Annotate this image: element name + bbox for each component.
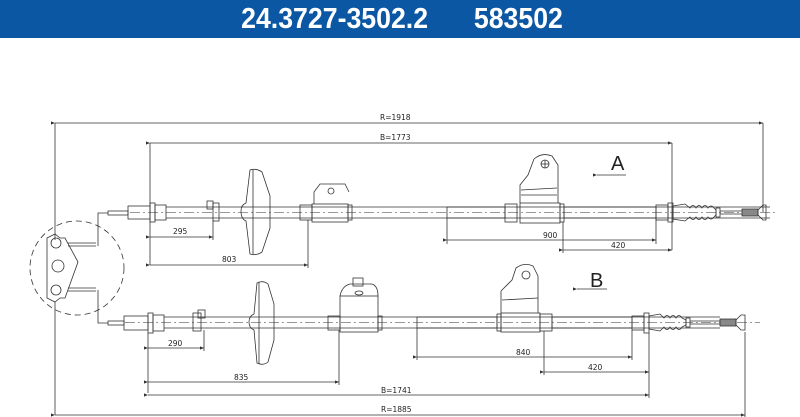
equalizer-detail [29,220,125,415]
label-sheath-a: B=1773 [380,133,411,142]
label-total-b: R=1885 [381,405,412,414]
cable-a [97,154,775,256]
label-b-d4: 420 [588,363,603,372]
label-b-d1: 290 [168,339,183,348]
label-sheath-b: B=1741 [381,386,412,395]
label-a-d3: 900 [543,231,558,240]
reference-number: 583502 [474,2,564,35]
part-number: 24.3727-3502.2 [241,2,429,35]
title-bar: 24.3727-3502.2 583502 [0,0,800,38]
cable-b [97,264,760,365]
view-label-a: A [611,153,625,175]
view-label-b: B [590,270,603,292]
label-a-d1: 295 [173,227,188,236]
dim-sheath-a [146,141,673,265]
dim-a-lower [146,218,672,268]
label-a-d2: 803 [222,255,237,264]
label-b-d2: 835 [234,373,249,382]
label-total-a: R=1918 [380,113,411,122]
label-a-d4: 420 [611,241,626,250]
label-b-d3: 840 [516,348,531,357]
dim-b-lower [51,328,746,417]
dim-total-a [51,121,764,240]
